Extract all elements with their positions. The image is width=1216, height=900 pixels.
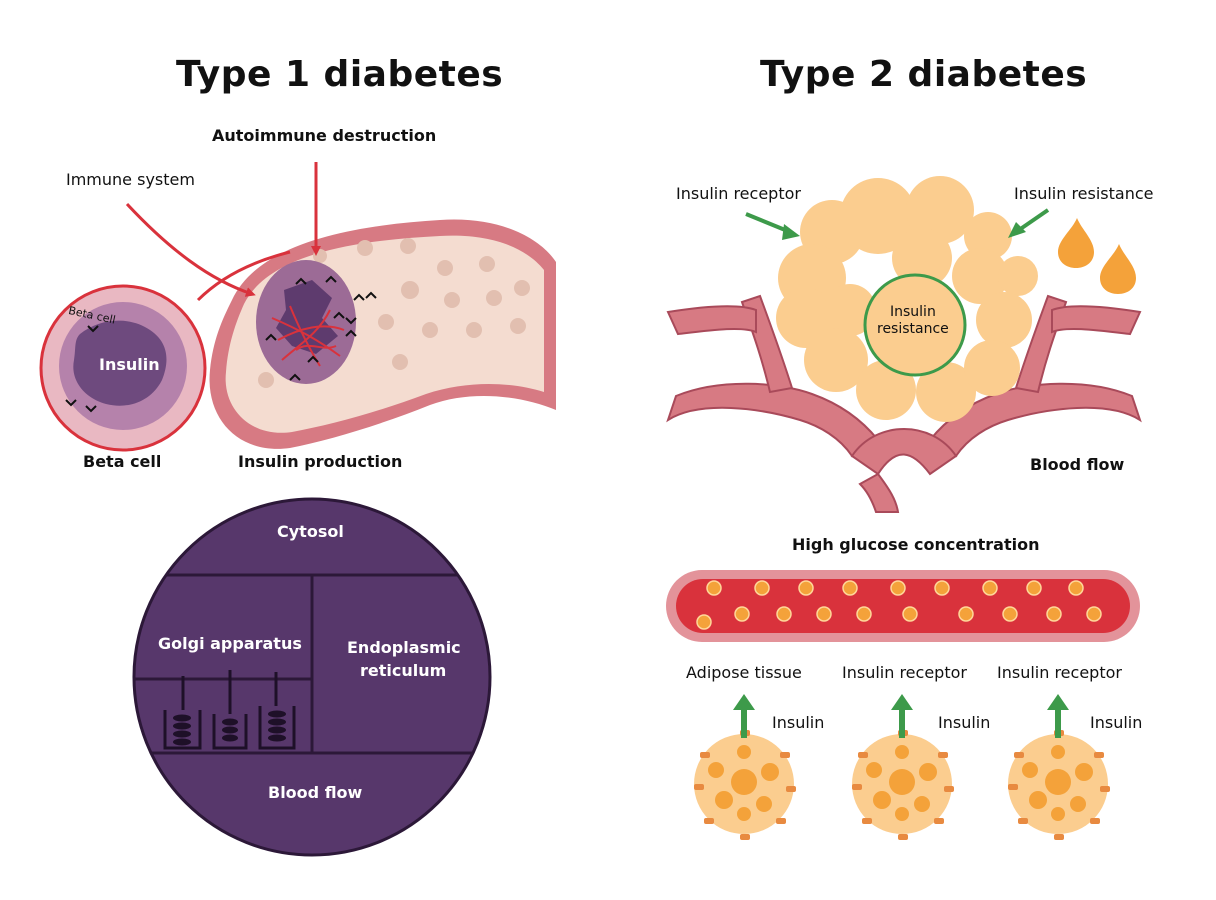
- autoimmune-label: Autoimmune destruction: [212, 126, 437, 145]
- center-label-line1: Insulin: [890, 304, 936, 320]
- high-glucose-label: High glucose concentration: [792, 535, 1040, 554]
- insulin-receptor-top-label: Insulin receptor: [676, 184, 801, 203]
- glucose-vessel: [666, 570, 1140, 642]
- insulin-resistance-ring: [863, 273, 967, 377]
- insulin-receptor-3-label: Insulin receptor: [997, 663, 1122, 682]
- insulin-3-label: Insulin: [1090, 713, 1143, 732]
- er-label-line2: reticulum: [360, 661, 447, 680]
- center-label-line2: resistance: [877, 321, 949, 337]
- blood-flow-left-label: Blood flow: [268, 783, 363, 802]
- cytosol-label: Cytosol: [277, 522, 344, 541]
- insulin-droplets: [1058, 218, 1136, 294]
- blood-vessels: [666, 294, 1142, 513]
- adipocyte-2: [852, 730, 954, 840]
- adipocyte-1: [694, 730, 796, 840]
- glucose-molecules: [696, 580, 1102, 630]
- red-arrows: [125, 162, 321, 302]
- type1-title: Type 1 diabetes: [176, 54, 504, 95]
- insulin-resistance-top-label: Insulin resistance: [1014, 184, 1154, 203]
- immune-cells: [265, 275, 377, 381]
- insulin-label: Insulin: [99, 355, 160, 374]
- green-arrows: [745, 208, 1050, 240]
- golgi-stacks: [163, 670, 296, 750]
- fat-cell-cluster: [776, 176, 1038, 422]
- pancreas-illustration: [209, 219, 556, 449]
- vesicles: [173, 710, 286, 746]
- insulin-2-label: Insulin: [938, 713, 991, 732]
- insulin-production-diagram: [132, 497, 492, 857]
- insulin-up-arrows: [733, 694, 1069, 738]
- immune-system-label: Immune system: [66, 170, 195, 189]
- adipose-label: Adipose tissue: [686, 663, 802, 682]
- golgi-label: Golgi apparatus: [158, 634, 302, 653]
- beta-cell-label: Beta cell: [83, 452, 162, 471]
- beta-cell-illustration: [39, 284, 207, 452]
- blood-flow-right-label: Blood flow: [1030, 455, 1125, 474]
- insulin-receptor-2-label: Insulin receptor: [842, 663, 967, 682]
- er-label-line1: Endoplasmic: [347, 638, 461, 657]
- insulin-production-label: Insulin production: [238, 452, 403, 471]
- insulin-1-label: Insulin: [772, 713, 825, 732]
- adipocyte-3: [1008, 730, 1110, 840]
- type2-title: Type 2 diabetes: [760, 54, 1088, 95]
